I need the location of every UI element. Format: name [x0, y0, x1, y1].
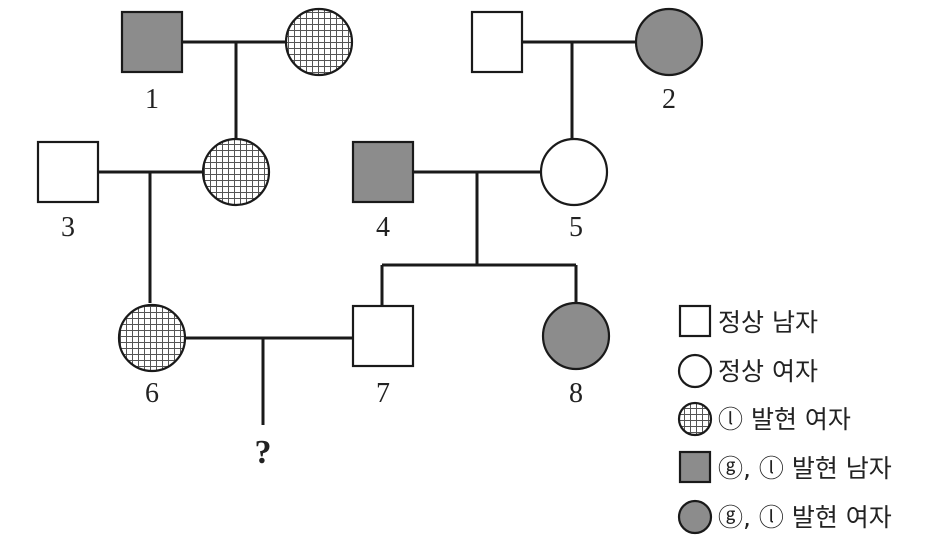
pedigree-lines — [98, 40, 636, 425]
legend: 정상 남자 정상 여자 ⓛ 발현 여자 ⓖ, ⓛ 발현 남자 ⓖ, ⓛ 발현 여… — [677, 304, 892, 535]
individual-2-spouse — [470, 10, 524, 74]
label-7: 7 — [376, 378, 390, 409]
individual-3: 3 — [36, 140, 100, 243]
legend-item-normal-male: 정상 남자 — [678, 304, 818, 338]
male-affected-both-symbol — [120, 10, 184, 74]
legend-label: 정상 남자 — [718, 308, 818, 337]
label-5: 5 — [569, 212, 583, 243]
individual-4: 4 — [351, 140, 415, 243]
individual-5: 5 — [539, 137, 609, 243]
unknown-child-mark: ? — [255, 434, 272, 471]
legend-label: ⓖ, ⓛ 발현 여자 — [718, 503, 892, 532]
label-3: 3 — [61, 212, 75, 243]
male-normal-symbol — [36, 140, 100, 204]
label-1: 1 — [145, 84, 159, 115]
female-affected-both-symbol — [541, 301, 611, 371]
legend-square-normal-icon — [678, 304, 712, 338]
label-6: 6 — [145, 378, 159, 409]
label-4: 4 — [376, 212, 390, 243]
individual-3-spouse — [201, 137, 271, 207]
female-normal-symbol — [539, 137, 609, 207]
female-affected-l-symbol — [117, 303, 187, 373]
male-affected-both-symbol — [351, 140, 415, 204]
legend-item-l-female: ⓛ 발현 여자 — [677, 401, 851, 437]
individual-2: 2 — [634, 7, 704, 115]
female-affected-l-symbol — [201, 137, 271, 207]
individual-1-spouse — [284, 7, 354, 77]
label-8: 8 — [569, 378, 583, 409]
individual-6: 6 — [117, 303, 187, 409]
female-affected-l-symbol — [284, 7, 354, 77]
legend-circle-hatch-icon — [677, 401, 713, 437]
legend-label: ⓛ 발현 여자 — [718, 405, 851, 434]
legend-label: ⓖ, ⓛ 발현 남자 — [718, 454, 892, 483]
male-normal-symbol — [351, 304, 415, 368]
legend-item-normal-female: 정상 여자 — [677, 353, 818, 389]
legend-circle-normal-icon — [677, 353, 713, 389]
female-affected-both-symbol — [634, 7, 704, 77]
legend-item-both-female: ⓖ, ⓛ 발현 여자 — [677, 499, 892, 535]
individual-1: 1 — [120, 10, 184, 115]
legend-circle-gray-icon — [677, 499, 713, 535]
individual-7: 7 — [351, 304, 415, 409]
legend-square-gray-icon — [678, 450, 712, 484]
legend-label: 정상 여자 — [718, 357, 818, 386]
legend-item-both-male: ⓖ, ⓛ 발현 남자 — [678, 450, 892, 484]
label-2: 2 — [662, 84, 676, 115]
male-normal-symbol — [470, 10, 524, 74]
individual-8: 8 — [541, 301, 611, 409]
